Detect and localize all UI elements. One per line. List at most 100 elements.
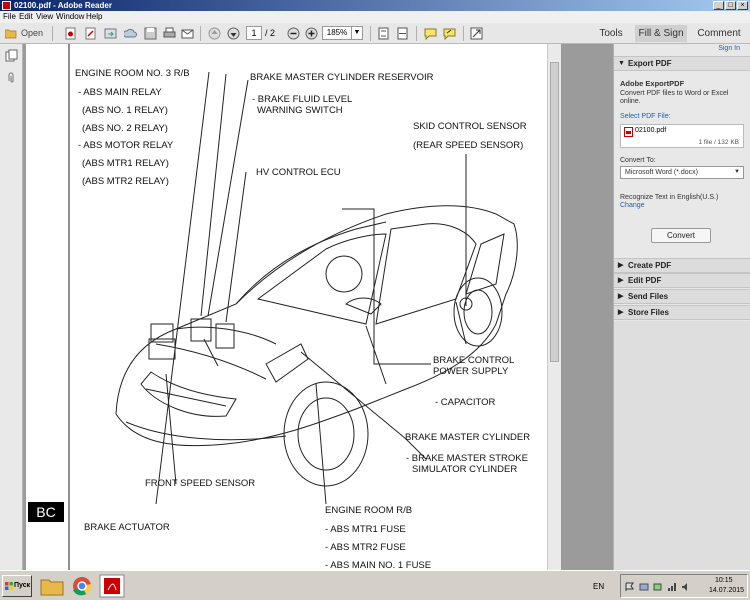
label-engine-room-no3: ENGINE ROOM NO. 3 R/B (75, 68, 190, 79)
label-brake-control: BRAKE CONTROL (433, 355, 515, 366)
save-icon[interactable] (144, 27, 157, 40)
label-brake-master-cylinder-reservoir: BRAKE MASTER CYLINDER RESERVOIR (250, 72, 434, 83)
file-info: 1 file / 132 KB (698, 139, 739, 146)
tab-tools[interactable]: Tools (599, 28, 623, 39)
title-bar: 02100.pdf - Adobe Reader _ □ × (0, 0, 750, 11)
convert-to-label: Convert To: (620, 157, 656, 164)
label-brake-master-stroke: - BRAKE MASTER STROKE (406, 453, 528, 464)
next-page-icon[interactable] (227, 27, 240, 40)
pages-panel-icon[interactable] (5, 49, 18, 62)
menu-view[interactable]: View (36, 12, 54, 21)
label-abs-no1-relay: (ABS NO. 1 RELAY) (82, 105, 168, 116)
folder-icon (5, 29, 17, 39)
label-front-speed-sensor: FRONT SPEED SENSOR (145, 478, 256, 489)
adobe-reader-taskbar-icon[interactable] (98, 574, 126, 598)
print-icon[interactable] (163, 27, 176, 40)
windows-logo-icon (5, 582, 13, 590)
menu-help[interactable]: Help (86, 12, 103, 21)
language-indicator[interactable]: EN (593, 582, 605, 591)
create-pdf-header[interactable]: ▶ Create PDF (614, 258, 750, 273)
zoom-out-icon[interactable] (287, 27, 300, 40)
menu-bar: File Edit View Window Help (0, 11, 750, 23)
volume-icon[interactable] (681, 582, 691, 592)
label-engine-room-rb: ENGINE ROOM R/B (325, 505, 413, 516)
label-brake-actuator: BRAKE ACTUATOR (84, 522, 170, 533)
chevron-right-icon: ▶ (618, 293, 624, 300)
open-button[interactable]: Open (2, 26, 48, 41)
vertical-scrollbar[interactable] (547, 44, 561, 570)
label-abs-main-no1-fuse: - ABS MAIN NO. 1 FUSE (325, 560, 432, 571)
create-pdf-icon[interactable] (64, 27, 77, 40)
file-explorer-icon[interactable] (38, 574, 66, 598)
sticky-note-icon[interactable] (424, 27, 437, 40)
label-abs-mtr2-fuse: - ABS MTR2 FUSE (325, 542, 406, 553)
expand-icon[interactable] (470, 27, 483, 40)
close-button[interactable]: × (737, 1, 748, 10)
export-title: Adobe ExportPDF (620, 79, 685, 88)
maximize-button[interactable]: □ (725, 1, 736, 10)
export-icon[interactable] (104, 27, 117, 40)
chevron-down-icon: ▼ (734, 169, 740, 175)
tab-comment[interactable]: Comment (697, 28, 741, 39)
label-brake-master-cylinder: BRAKE MASTER CYLINDER (405, 432, 531, 443)
label-capacitor: - CAPACITOR (435, 397, 496, 408)
menu-edit[interactable]: Edit (19, 12, 33, 21)
battery-icon[interactable] (653, 582, 663, 592)
clock-date[interactable]: 14.07.2015 (709, 587, 745, 594)
convert-to-select[interactable]: Microsoft Word (*.docx) ▼ (620, 166, 744, 179)
taskbar: Пуск EN 10:15 14.07.2015 (0, 570, 750, 600)
chevron-right-icon: ▶ (618, 309, 624, 316)
sign-icon[interactable] (443, 27, 456, 40)
sign-in-link[interactable]: Sign In (718, 45, 740, 52)
change-link[interactable]: Change (620, 202, 645, 209)
chevron-right-icon: ▶ (618, 262, 624, 269)
system-tray: EN 10:15 14.07.2015 (593, 574, 748, 598)
zoom-in-icon[interactable] (305, 27, 318, 40)
clock-time[interactable]: 10:15 (715, 577, 733, 584)
tools-side-panel: Sign In ▼ Export PDF Adobe ExportPDF Con… (613, 44, 750, 570)
edit-pdf-icon[interactable] (84, 27, 97, 40)
cloud-upload-icon[interactable] (124, 27, 137, 40)
label-abs-mtr2-relay: (ABS MTR2 RELAY) (82, 176, 169, 187)
selected-file-box[interactable]: 02100.pdf 1 file / 132 KB (620, 124, 744, 148)
scrollbar-thumb[interactable] (550, 62, 559, 362)
zoom-input[interactable]: 185% (322, 26, 352, 40)
send-files-header[interactable]: ▶ Send Files (614, 289, 750, 304)
fit-page-icon[interactable] (377, 27, 390, 40)
chevron-down-icon: ▼ (618, 60, 625, 67)
navigation-rail (0, 44, 23, 570)
chevron-right-icon: ▶ (618, 277, 624, 284)
export-description-2: online. (620, 98, 641, 105)
previous-page-icon[interactable] (208, 27, 221, 40)
menu-file[interactable]: File (3, 12, 16, 21)
label-warning-switch: WARNING SWITCH (257, 105, 343, 116)
label-skid-control-sensor: SKID CONTROL SENSOR (413, 121, 527, 132)
car-brake-system-diagram (68, 44, 518, 570)
label-abs-motor-relay: - ABS MOTOR RELAY (78, 140, 174, 151)
page-total: / 2 (265, 28, 276, 38)
recognize-text-label: Recognize Text in English(U.S.) (620, 194, 719, 201)
fit-width-icon[interactable] (396, 27, 409, 40)
label-hv-control-ecu: HV CONTROL ECU (256, 167, 341, 178)
pdf-page: ENGINE ROOM NO. 3 R/B - ABS MAIN RELAY (… (26, 44, 547, 571)
zoom-dropdown-arrow[interactable]: ▼ (352, 26, 363, 40)
flag-icon[interactable] (625, 582, 635, 592)
label-abs-main-relay: - ABS MAIN RELAY (78, 87, 162, 98)
page-number-input[interactable]: 1 (246, 26, 262, 40)
convert-button[interactable]: Convert (651, 228, 711, 243)
store-files-header[interactable]: ▶ Store Files (614, 305, 750, 320)
export-pdf-header[interactable]: ▼ Export PDF (614, 56, 750, 71)
label-brake-fluid-level: - BRAKE FLUID LEVEL (252, 94, 353, 105)
export-description: Convert PDF files to Word or Excel (620, 90, 729, 97)
signal-icon[interactable] (667, 582, 677, 592)
start-button[interactable]: Пуск (2, 575, 32, 597)
email-icon[interactable] (181, 27, 194, 40)
chrome-icon[interactable] (68, 574, 96, 598)
network-icon[interactable] (639, 582, 649, 592)
label-power-supply: POWER SUPPLY (433, 366, 509, 377)
minimize-button[interactable]: _ (713, 1, 724, 10)
tab-fill-sign[interactable]: Fill & Sign (635, 25, 687, 42)
attachments-icon[interactable] (5, 71, 18, 84)
edit-pdf-header[interactable]: ▶ Edit PDF (614, 273, 750, 288)
menu-window[interactable]: Window (56, 12, 85, 21)
